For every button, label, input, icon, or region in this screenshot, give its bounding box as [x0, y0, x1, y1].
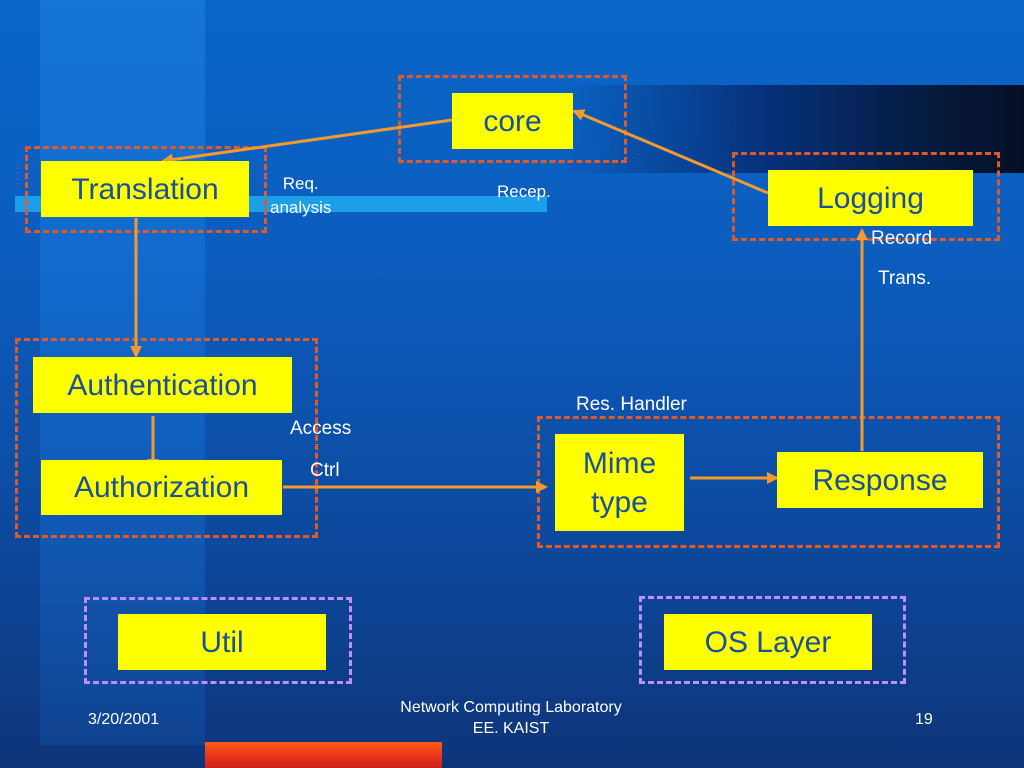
top-right-dark-band [560, 85, 1024, 173]
ctrl-label: Ctrl [310, 460, 340, 481]
red-accent-bar [205, 742, 442, 768]
recep-label: Recep. [497, 182, 551, 201]
footer-org-line-1: Network Computing Laboratory [400, 699, 622, 716]
mime-type-line-2: type [591, 485, 648, 519]
req-analysis-label: Req. analysis [270, 174, 332, 217]
authentication-box: Authentication [33, 357, 292, 413]
translation-group [25, 146, 267, 233]
os-layer-box: OS Layer [664, 614, 872, 670]
arrow-logging-to-core [572, 109, 769, 195]
translation-box: Translation [41, 161, 249, 217]
os-layer-group [639, 596, 906, 684]
footer-date: 3/20/2001 [88, 711, 160, 728]
arrow-core-to-translation [161, 118, 453, 166]
access-control-group [15, 338, 318, 538]
response-box: Response [777, 452, 983, 508]
trans-label: Trans. [878, 268, 932, 289]
util-group [84, 597, 352, 684]
core-box: core [452, 93, 573, 149]
footer-organization: Network Computing Laboratory EE. KAIST [360, 698, 662, 740]
mime-type-box: Mime type [555, 434, 684, 531]
footer-page-number: 19 [915, 711, 933, 728]
authorization-box: Authorization [41, 460, 282, 515]
access-label: Access [290, 418, 352, 439]
util-box: Util [118, 614, 326, 670]
res-handler-label: Res. Handler [576, 394, 687, 415]
logging-box: Logging [768, 170, 973, 226]
core-group [398, 75, 627, 163]
record-label: Record [871, 228, 933, 249]
footer-org-line-2: EE. KAIST [472, 719, 550, 737]
mime-type-line-1: Mime [582, 446, 657, 480]
